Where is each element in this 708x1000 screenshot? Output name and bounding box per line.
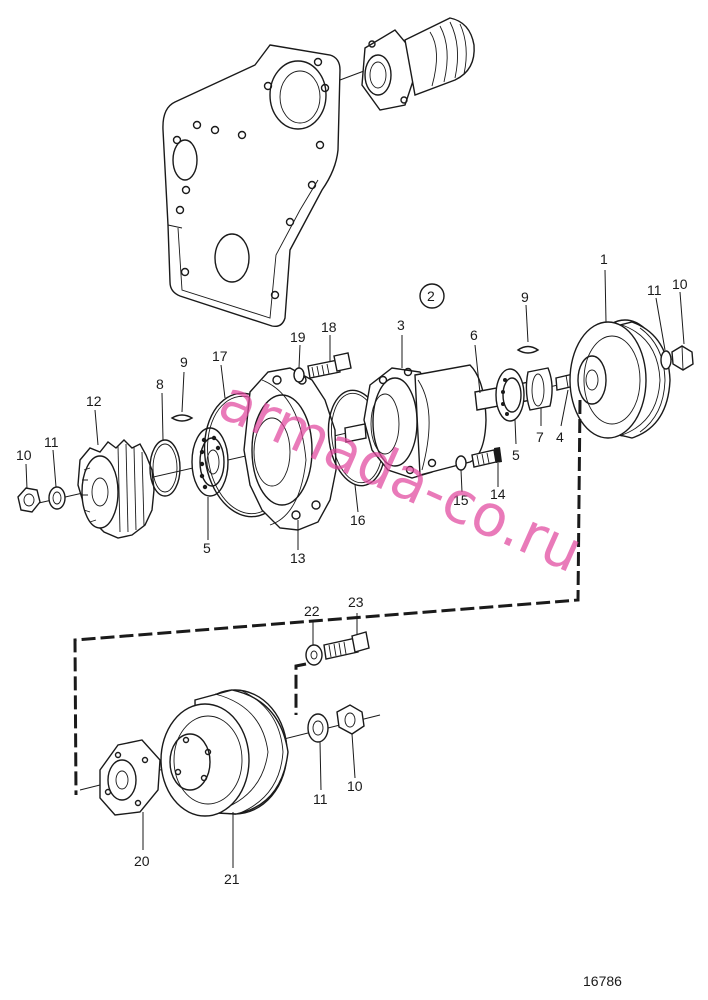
pulley-upper [569,319,671,439]
callout-17: 17 [212,348,228,364]
callout-16: 16 [350,512,366,528]
callout-10-bottom: 10 [347,778,363,794]
washer-right [660,350,672,370]
nut-bottom [336,704,365,735]
callout-22: 22 [304,603,320,619]
washer-22 [305,644,323,666]
pulley-hub [99,739,161,816]
bearing-right [495,368,525,422]
callout-15: 15 [453,492,469,508]
callout-1: 1 [600,251,608,267]
callout-11-right: 11 [647,282,662,298]
callout-5-left: 5 [203,540,211,556]
nut-left [17,487,41,513]
group-marker-circle [419,283,445,309]
washer-bottom [307,713,329,743]
bolt-14 [471,447,502,468]
callout-9-right: 9 [521,289,529,305]
callout-10-left: 10 [16,447,32,463]
callout-4: 4 [556,429,564,445]
circlip [149,439,181,497]
spacer [525,367,553,411]
callout-5-right: 5 [512,447,520,463]
callout-18: 18 [321,319,337,335]
callout-8: 8 [156,376,164,392]
callout-21: 21 [224,871,240,887]
nut-right [671,345,694,371]
bearing-housing [344,364,487,479]
callout-20: 20 [134,853,150,869]
callout-2-group: 2 [427,288,435,304]
callout-19: 19 [290,329,306,345]
washer-left [48,486,66,510]
callout-14: 14 [490,486,506,502]
timing-cover-plate [162,44,341,328]
pulley-lower [160,689,289,817]
callout-11-left: 11 [44,434,59,450]
callout-11-bottom: 11 [313,791,328,807]
woodruff-key-left [170,414,194,422]
pump-housing [243,367,337,531]
callout-9-left: 9 [180,354,188,370]
alignment-lines [73,399,582,796]
callout-6: 6 [470,327,478,343]
washer-19 [293,367,305,383]
callout-7: 7 [536,429,544,445]
callout-10-right: 10 [672,276,688,292]
callout-3: 3 [397,317,405,333]
drive-gear [77,439,155,539]
bolt-23 [323,631,370,660]
callout-13: 13 [290,550,306,566]
woodruff-key-right [516,345,540,354]
leader-lines [25,269,685,868]
thermostat-housing [339,17,475,111]
callout-12: 12 [86,393,102,409]
bolt-18 [307,352,352,379]
figure-number: 16786 [583,973,622,989]
callout-23: 23 [348,594,364,610]
bearing-left [191,427,229,497]
